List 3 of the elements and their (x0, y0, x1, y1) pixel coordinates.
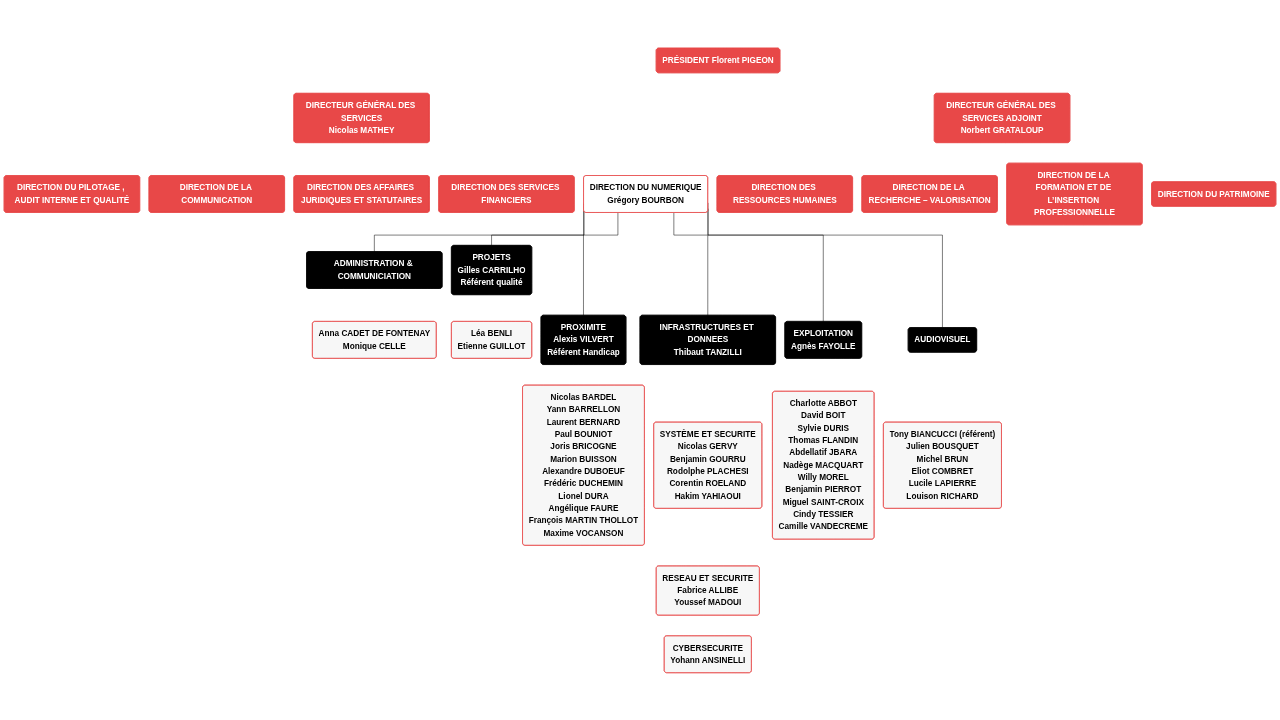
connector (673, 212, 709, 316)
connector (583, 212, 619, 316)
connector (491, 210, 585, 246)
